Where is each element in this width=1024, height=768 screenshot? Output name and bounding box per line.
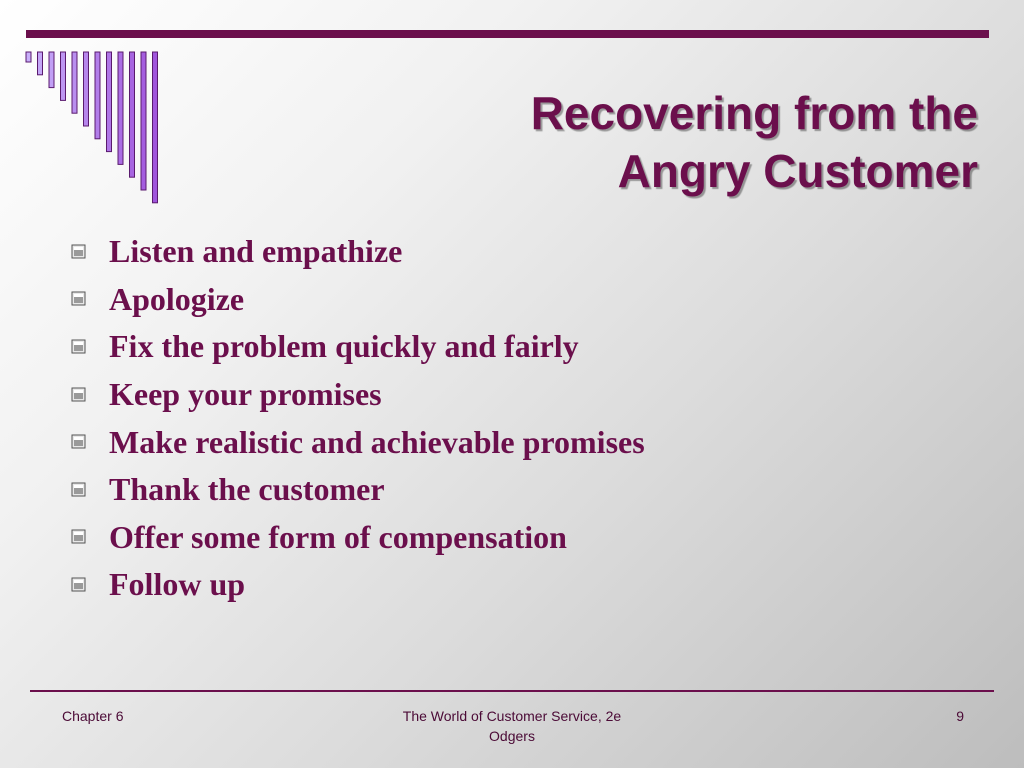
list-item: Offer some form of compensation — [70, 514, 645, 562]
list-item: Listen and empathize — [70, 228, 645, 276]
bullet-text: Fix the problem quickly and fairly — [109, 328, 579, 365]
decorative-bar — [83, 51, 89, 127]
title-line-2: Angry Customer — [617, 145, 978, 197]
decorative-bar — [129, 51, 135, 178]
slide-title: Recovering from the Angry Customer — [278, 84, 978, 200]
square-bullet-icon — [71, 529, 86, 544]
decorative-bar — [48, 51, 55, 89]
decorative-bar — [106, 51, 112, 153]
bullet-text: Offer some form of compensation — [109, 518, 567, 555]
square-bullet-icon — [71, 434, 86, 449]
decorative-bar — [60, 51, 66, 101]
square-bullet-icon — [71, 244, 86, 259]
decorative-bar — [25, 51, 32, 63]
list-item: Follow up — [70, 561, 645, 609]
footer-book-title-line-1: The World of Customer Service, 2e — [402, 708, 622, 724]
list-item: Keep your promises — [70, 371, 645, 419]
footer-divider — [30, 690, 994, 692]
bullet-text: Apologize — [109, 280, 245, 317]
square-bullet-icon — [71, 577, 86, 592]
list-item: Make realistic and achievable promises — [70, 418, 645, 466]
list-item: Fix the problem quickly and fairly — [70, 323, 645, 371]
list-item: Apologize — [70, 276, 645, 324]
decorative-bar — [152, 51, 158, 204]
footer-book-title-line-2: Odgers — [489, 728, 535, 744]
title-line-1: Recovering from the — [530, 87, 978, 139]
square-bullet-icon — [71, 339, 86, 354]
decorative-bars-graphic — [25, 51, 158, 204]
square-bullet-icon — [71, 387, 86, 402]
square-bullet-icon — [71, 291, 86, 306]
footer-book-title: The World of Customer Service, 2e Odgers — [340, 706, 684, 746]
bullet-text: Make realistic and achievable promises — [109, 423, 645, 460]
decorative-bar — [94, 51, 101, 140]
decorative-bar — [140, 51, 147, 191]
bullet-text: Follow up — [109, 566, 246, 603]
top-divider — [26, 30, 989, 38]
bullet-text: Thank the customer — [109, 471, 385, 508]
square-bullet-icon — [71, 482, 86, 497]
decorative-bar — [37, 51, 43, 76]
page-number: 9 — [956, 708, 964, 724]
decorative-bar — [117, 51, 124, 165]
decorative-bar — [71, 51, 78, 114]
bullet-list: Listen and empathize Apologize Fix the p… — [70, 228, 645, 609]
bullet-text: Keep your promises — [109, 376, 382, 413]
list-item: Thank the customer — [70, 466, 645, 514]
bullet-text: Listen and empathize — [109, 233, 403, 270]
footer-chapter: Chapter 6 — [62, 708, 124, 724]
